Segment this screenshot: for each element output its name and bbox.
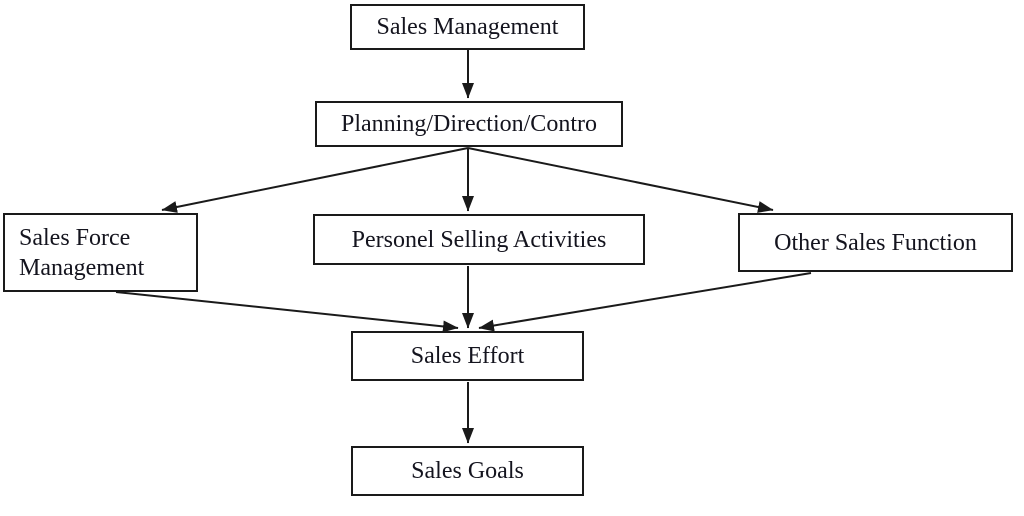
arrow-planning-to-other (467, 147, 774, 213)
node-sales-management: Sales Management (350, 4, 585, 50)
node-personel-selling-activities: Personel Selling Activities (313, 214, 645, 265)
node-sales-effort: Sales Effort (351, 331, 584, 381)
arrow-sales-force-to-effort (115, 291, 459, 333)
arrow-other-to-effort (478, 272, 812, 332)
node-other-sales-function: Other Sales Function (738, 213, 1013, 272)
node-sales-force-management: Sales Force Management (3, 213, 198, 292)
arrow-planning-to-sales-force (161, 147, 469, 213)
node-planning-direction-control: Planning/Direction/Contro (315, 101, 623, 147)
node-sales-goals: Sales Goals (351, 446, 584, 496)
